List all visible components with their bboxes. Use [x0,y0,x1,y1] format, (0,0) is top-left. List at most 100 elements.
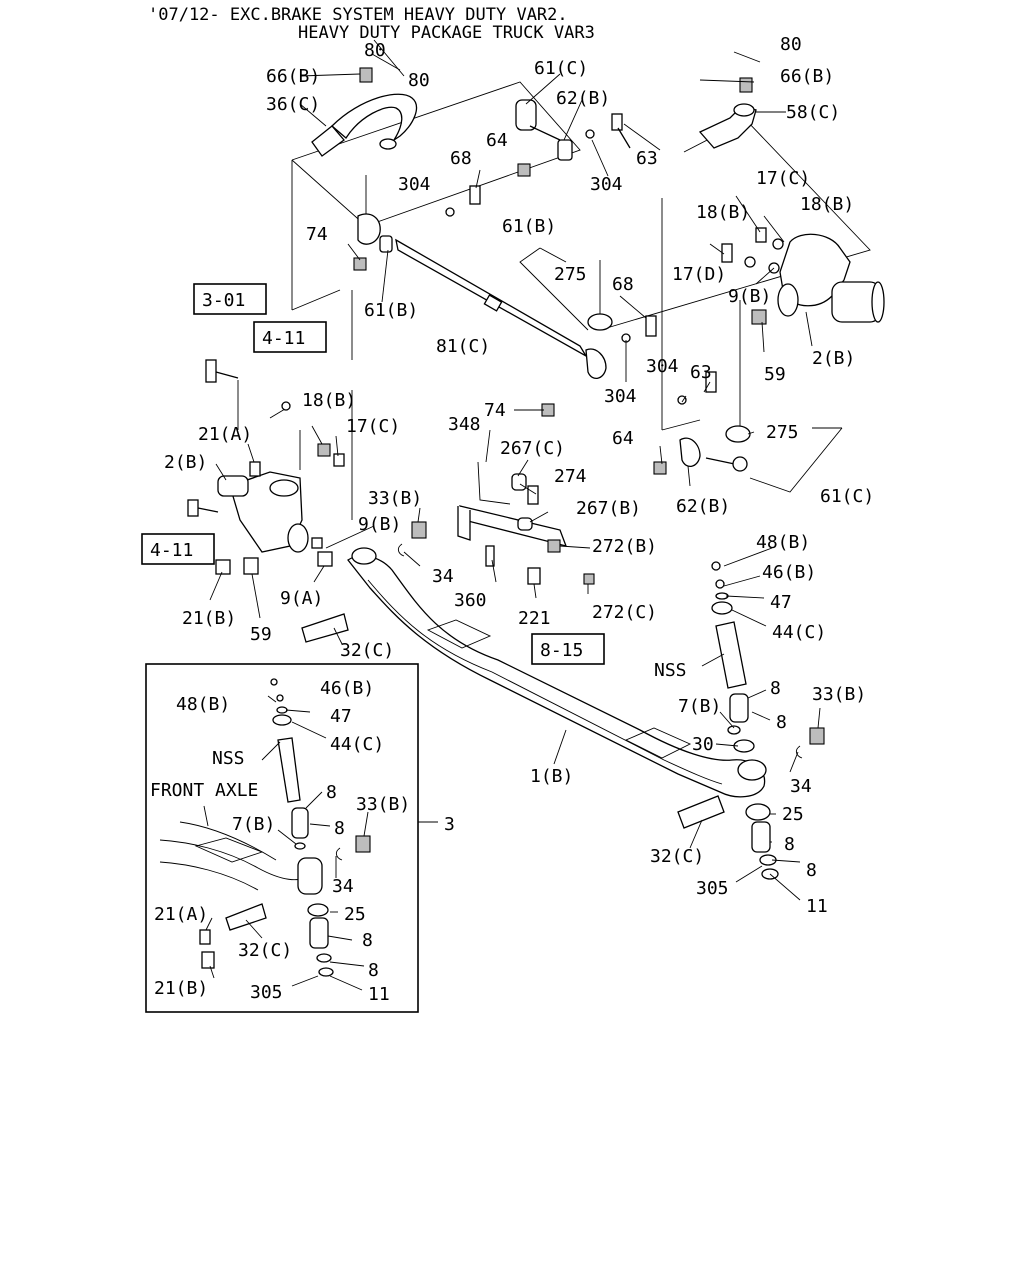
ref-box-4-11-left[interactable]: 4-11 [141,533,215,565]
part-label: 17(C) [346,416,400,437]
part-label: 47 [330,706,352,727]
part-label: 25 [344,904,366,925]
part-label: 304 [646,356,679,377]
part-label: 7(B) [678,696,721,717]
part-label: 275 [766,422,799,443]
part-label: 272(C) [592,602,657,623]
part-label: 1(B) [530,766,573,787]
part-label: 304 [590,174,623,195]
ref-box-4-11-top-label: 4-11 [262,328,305,349]
part-label: 62(B) [556,88,610,109]
part-label: 61(C) [534,58,588,79]
part-label: 64 [486,130,508,151]
part-label: 33(B) [368,488,422,509]
ref-box-3-01[interactable]: 3-01 [193,283,267,315]
part-label: 21(B) [154,978,208,999]
part-label: 64 [612,428,634,449]
part-label: 36(C) [266,94,320,115]
part-label: NSS [654,660,687,681]
part-label: 58(C) [786,102,840,123]
ref-box-4-11-left-label: 4-11 [150,540,193,561]
part-label: 348 [448,414,481,435]
part-label: 34 [790,776,812,797]
part-label: 305 [250,982,283,1003]
ref-box-8-15[interactable]: 8-15 [531,633,605,665]
part-label: 74 [484,400,506,421]
part-label: 8 [326,782,337,803]
part-label: 2(B) [164,452,207,473]
part-label: NSS [212,748,245,769]
part-label: 7(B) [232,814,275,835]
part-label: 8 [362,930,373,951]
part-label: 267(C) [500,438,565,459]
part-label: 21(A) [154,904,208,925]
part-label: 221 [518,608,551,629]
part-label: 44(C) [330,734,384,755]
part-label: 305 [696,878,729,899]
part-label: 81(C) [436,336,490,357]
part-label: 62(B) [676,496,730,517]
part-labels: 80 66(B) 80 36(C) 61(C) 62(B) 80 66(B) 5… [154,34,874,1005]
part-label: 47 [770,592,792,613]
part-label: 61(C) [820,486,874,507]
part-label: 274 [554,466,587,487]
part-label: 48(B) [176,694,230,715]
part-label: 32(C) [340,640,394,661]
part-label: 304 [398,174,431,195]
part-label: 11 [368,984,390,1005]
part-label: 80 [780,34,802,55]
part-label: 18(B) [302,390,356,411]
part-label: 9(A) [280,588,323,609]
part-label: 63 [636,148,658,169]
part-label: 66(B) [780,66,834,87]
part-label: 80 [408,70,430,91]
part-label: 17(C) [756,168,810,189]
part-label: 46(B) [762,562,816,583]
part-label: 11 [806,896,828,917]
part-label: 267(B) [576,498,641,519]
part-label: 80 [364,40,386,61]
drawing-geometry [145,39,885,1013]
part-label: 48(B) [756,532,810,553]
ref-box-3-01-label: 3-01 [202,290,245,311]
part-label: 32(C) [650,846,704,867]
part-label: 2(B) [812,348,855,369]
header-line-2: HEAVY DUTY PACKAGE TRUCK VAR3 [298,23,595,43]
part-label: 61(B) [502,216,556,237]
part-label: 17(D) [672,264,726,285]
part-label: 304 [604,386,637,407]
part-label: 59 [250,624,272,645]
part-label: 66(B) [266,66,320,87]
ref-box-8-15-label: 8-15 [540,640,583,661]
part-label: 68 [450,148,472,169]
header-line-1: '07/12- EXC.BRAKE SYSTEM HEAVY DUTY VAR2… [148,5,568,25]
part-label: 8 [806,860,817,881]
part-label: 34 [432,566,454,587]
ref-box-4-11-top[interactable]: 4-11 [253,321,327,353]
part-label: 8 [776,712,787,733]
part-label: 44(C) [772,622,826,643]
part-label: 9(B) [358,514,401,535]
part-label: 8 [334,818,345,839]
part-label: 8 [770,678,781,699]
part-label: 32(C) [238,940,292,961]
part-label: 46(B) [320,678,374,699]
part-label: 68 [612,274,634,295]
part-label: 34 [332,876,354,897]
inset-assembly-label: 3 [444,814,455,835]
part-label: 63 [690,362,712,383]
part-label: 18(B) [800,194,854,215]
part-label: 8 [368,960,379,981]
part-label: 360 [454,590,487,611]
part-label: 59 [764,364,786,385]
part-label: 25 [782,804,804,825]
part-label: 33(B) [812,684,866,705]
part-label: 8 [784,834,795,855]
part-label: 61(B) [364,300,418,321]
part-label: 275 [554,264,587,285]
part-label: 21(A) [198,424,252,445]
inset-caption: FRONT AXLE [150,780,258,801]
part-label: 33(B) [356,794,410,815]
part-label: 272(B) [592,536,657,557]
